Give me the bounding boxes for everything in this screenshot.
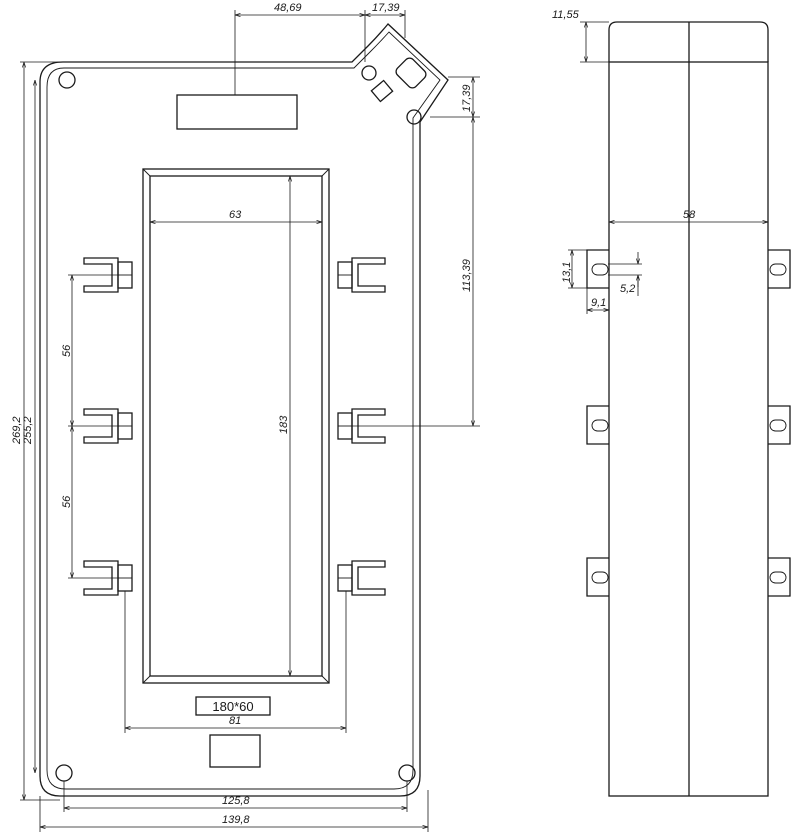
front-view: 180*60 bbox=[11, 2, 480, 832]
window-label: 180*60 bbox=[212, 699, 253, 714]
side-bracket-right-middle bbox=[768, 405, 791, 445]
dim-right-corner: 17,39 bbox=[461, 84, 473, 112]
window-bevel bbox=[321, 675, 330, 684]
side-bracket-right-bottom bbox=[768, 557, 791, 597]
window-bevel bbox=[321, 168, 330, 177]
mount-hole-corner-b bbox=[406, 109, 422, 125]
dim-right-height: 113,39 bbox=[461, 259, 473, 292]
side-bracket-left-middle bbox=[586, 405, 609, 445]
window-bevel bbox=[142, 168, 151, 177]
body-inner-outline bbox=[46, 31, 441, 790]
terminal-square bbox=[370, 79, 394, 103]
mount-hole-top-left bbox=[58, 71, 76, 89]
dim-overall-width: 139,8 bbox=[222, 814, 250, 826]
dim-slot-pitch-1: 56 bbox=[61, 344, 73, 357]
dim-overall-height: 269,2 bbox=[11, 416, 23, 445]
bottom-plate bbox=[209, 734, 261, 768]
dim-hole-span: 125,8 bbox=[222, 795, 250, 807]
dim-top-corner: 17,39 bbox=[372, 2, 400, 14]
side-bracket-left-top bbox=[586, 249, 609, 289]
dim-window-width: 63 bbox=[229, 209, 242, 221]
mount-hole-corner-a bbox=[361, 65, 377, 81]
window-inner bbox=[149, 175, 323, 677]
dim-side-width: 58 bbox=[683, 209, 696, 221]
window-outer bbox=[142, 168, 330, 684]
dim-window-height: 183 bbox=[278, 415, 290, 434]
dim-slot-pitch-2: 56 bbox=[61, 495, 73, 508]
bracket-right-top bbox=[337, 257, 386, 293]
dim-slot-span: 81 bbox=[229, 715, 241, 727]
side-bracket-right-top bbox=[768, 249, 791, 289]
label-plate bbox=[176, 94, 298, 130]
dim-bracket-height: 13,1 bbox=[561, 262, 573, 283]
mount-hole-bottom-left bbox=[55, 764, 73, 782]
window-bevel bbox=[142, 675, 151, 684]
terminal-slot bbox=[395, 57, 427, 89]
body-outer-outline bbox=[39, 23, 449, 797]
window-label-box bbox=[195, 696, 271, 716]
dim-inner-height: 255,2 bbox=[22, 416, 34, 445]
bracket-right-bottom bbox=[337, 560, 386, 596]
side-bracket-left-bottom bbox=[586, 557, 609, 597]
side-view: 11,55 58 13,1 5,2 9,1 bbox=[552, 9, 791, 797]
dim-bracket-depth: 9,1 bbox=[591, 297, 606, 309]
dim-slot-width: 5,2 bbox=[620, 283, 635, 295]
dim-top-step: 11,55 bbox=[552, 9, 580, 21]
dim-top-offset: 48,69 bbox=[274, 2, 302, 14]
